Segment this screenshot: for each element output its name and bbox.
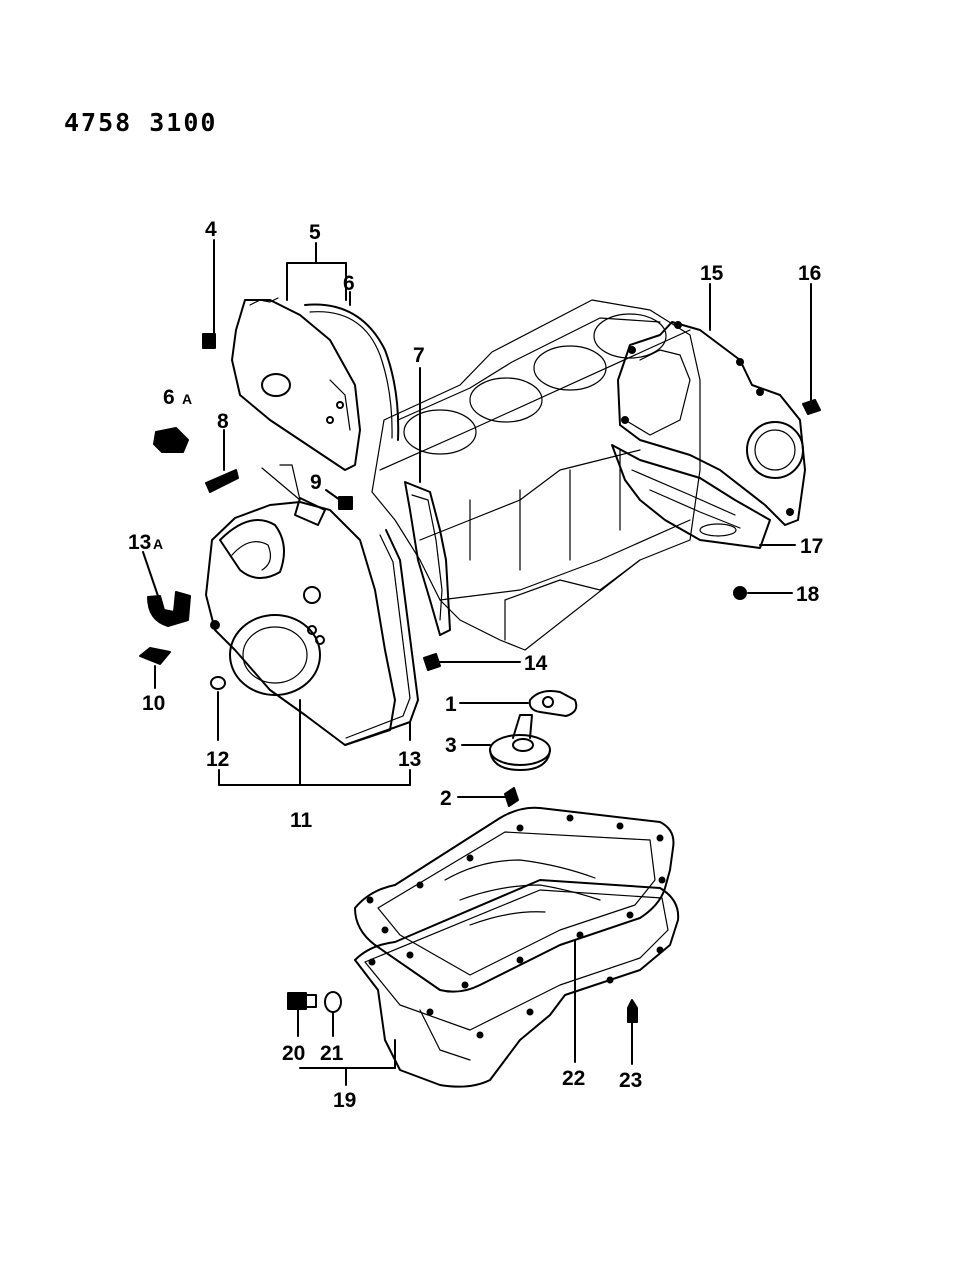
gasket-13-inner [345,534,411,739]
label-8: 8 [217,410,229,433]
stud-23 [627,999,638,1065]
engine-block [371,299,701,651]
leader-lines [218,242,796,1086]
drain-washer [324,991,342,1037]
label-17: 17 [800,535,823,558]
label-7: 7 [413,344,425,367]
label-2: 2 [440,787,452,810]
gasket-1 [459,690,578,717]
label-6a-suffix: A [182,391,192,407]
side-gasket [404,367,451,636]
cover-seal-inner [309,311,393,439]
lower-timing-cover [205,464,396,746]
clip-13a [142,551,191,627]
label-20: 20 [282,1042,305,1065]
label-6: 6 [343,272,355,295]
oil-pan [299,879,680,1088]
washer-12 [210,676,226,741]
label-16: 16 [798,262,821,285]
bolt-9 [325,489,353,510]
label-3: 3 [445,734,457,757]
bracket [611,444,771,549]
label-21: 21 [320,1042,344,1065]
label-13a-suffix: A [153,536,163,552]
oil-strainer [461,714,551,771]
label-4: 4 [205,218,217,241]
nut-18 [733,586,793,600]
label-13a: 13 [128,531,151,554]
label-6a: 6 [163,386,175,409]
upper-timing-cover [231,297,361,471]
label-23: 23 [619,1069,642,1092]
label-14: 14 [524,652,548,675]
label-10: 10 [142,692,165,715]
oil-pan-gasket [354,806,675,1063]
label-15: 15 [700,262,724,285]
label-12: 12 [206,748,229,771]
figure-number: 4758 3100 [64,108,217,137]
rear-plate [617,321,806,526]
label-1: 1 [445,693,457,716]
label-22: 22 [562,1067,585,1090]
cover-seal [304,303,400,441]
bolt-2 [457,787,519,807]
bolt-10 [139,647,171,689]
bolt-8 [205,429,239,493]
bolt-16 [802,283,821,415]
label-9: 9 [310,471,322,494]
gasket-13 [344,529,419,746]
pad-6a [153,427,189,453]
label-13: 13 [398,748,421,771]
bolt-14 [423,653,521,671]
bolt-4 [202,239,216,349]
label-11: 11 [290,809,313,832]
label-19: 19 [333,1089,356,1112]
label-5: 5 [309,221,321,244]
label-18: 18 [796,583,820,606]
callout-labels: 4 5 6 6 A 7 8 9 13 A 10 12 13 11 15 16 1… [128,218,823,1112]
drain-plug [287,992,317,1037]
